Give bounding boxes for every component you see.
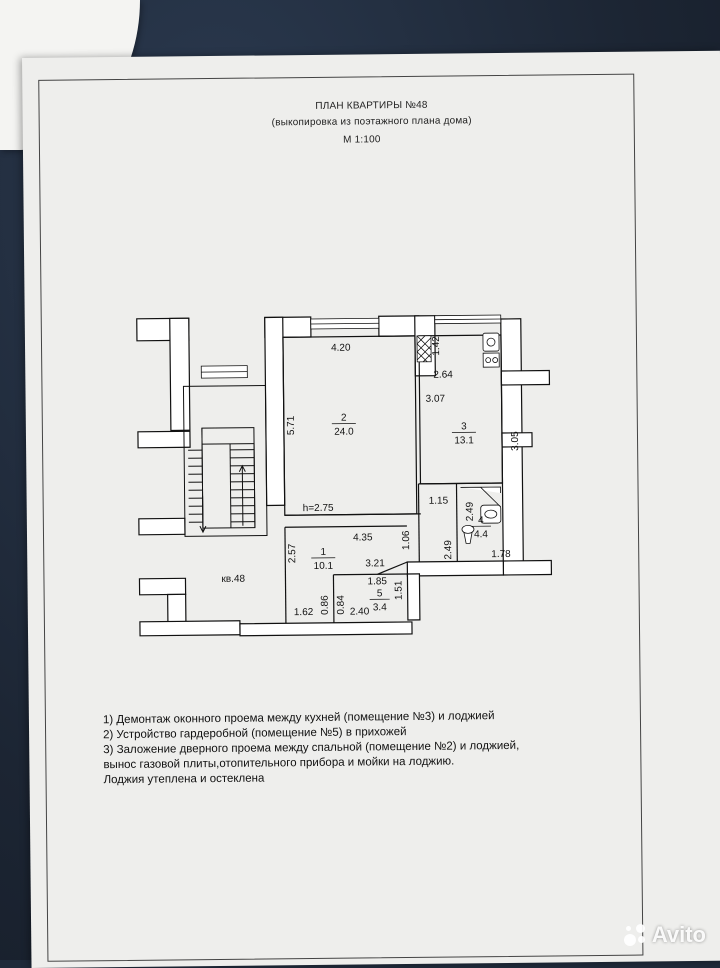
room-1-number: 1 bbox=[320, 547, 326, 558]
apartment-label: кв.48 bbox=[221, 574, 245, 585]
room-4-number: 4 bbox=[478, 515, 484, 526]
dim-0-84: 0.84 bbox=[336, 595, 347, 615]
dim-1-06: 1.06 bbox=[401, 530, 412, 550]
watermark-text: Avito bbox=[652, 922, 706, 948]
dim-5-71: 5.71 bbox=[286, 415, 297, 435]
dim-3-21: 3.21 bbox=[365, 558, 385, 569]
room-4-area: 4.4 bbox=[474, 529, 488, 540]
avito-logo-icon bbox=[622, 922, 648, 948]
dim-2-49-upper: 2.49 bbox=[465, 501, 476, 521]
dim-2-40: 2.40 bbox=[350, 606, 370, 617]
room-5-area: 3.4 bbox=[373, 602, 387, 613]
dim-0-86: 0.86 bbox=[320, 595, 331, 615]
dim-1-78: 1.78 bbox=[491, 549, 511, 560]
room-2-area: 24.0 bbox=[334, 427, 354, 438]
dim-3-05: 3.05 bbox=[510, 431, 521, 451]
dim-2-49-lower: 2.49 bbox=[443, 540, 454, 560]
document-sheet: ПЛАН КВАРТИРЫ №48 (выкопировка из поэтаж… bbox=[22, 51, 720, 968]
dim-1-42: 1.42 bbox=[431, 336, 442, 356]
ceiling-height: h=2.75 bbox=[303, 503, 334, 514]
room-2-number: 2 bbox=[341, 413, 347, 424]
dim-4-20: 4.20 bbox=[331, 343, 351, 354]
dim-3-07: 3.07 bbox=[426, 394, 446, 405]
dim-1-15: 1.15 bbox=[429, 496, 449, 507]
dim-1-51: 1.51 bbox=[393, 580, 404, 600]
notes-block: 1) Демонтаж оконного проема между кухней… bbox=[103, 708, 624, 788]
dim-1-85: 1.85 bbox=[367, 576, 387, 587]
dim-4-35: 4.35 bbox=[353, 532, 373, 543]
room-1-area: 10.1 bbox=[314, 561, 334, 572]
dim-2-64: 2.64 bbox=[433, 370, 453, 381]
room-3-area: 13.1 bbox=[454, 435, 474, 446]
floor-plan: 4.20 5.71 1.42 2.64 3.07 3.05 1.15 2.49 … bbox=[22, 51, 720, 698]
room-5-number: 5 bbox=[377, 588, 383, 599]
dim-1-62: 1.62 bbox=[294, 607, 314, 618]
avito-watermark: Avito bbox=[622, 922, 706, 948]
room-3-number: 3 bbox=[461, 421, 467, 432]
dim-2-57: 2.57 bbox=[287, 543, 298, 563]
